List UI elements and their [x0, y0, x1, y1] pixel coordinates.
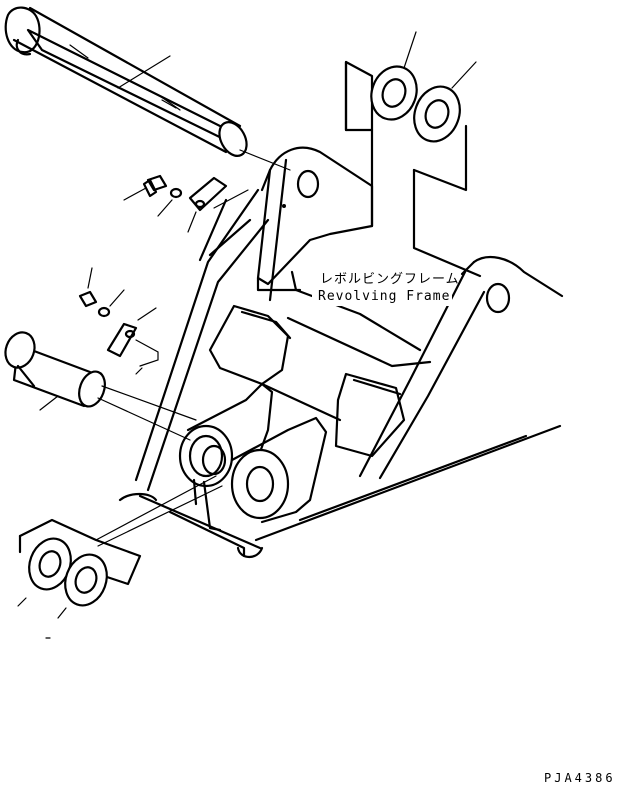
frame-callout: レボルビングフレーム Revolving Frame [312, 266, 460, 306]
callout-japanese: レボルビングフレーム [320, 272, 460, 287]
lower-washers [17, 475, 223, 639]
lower-hinge [178, 382, 328, 532]
drawing-code: PJA4386 [544, 771, 616, 785]
frame-upper-bracket [256, 146, 374, 302]
leader-line [117, 55, 171, 89]
upper-washers [344, 31, 482, 278]
revolving-frame-body [118, 188, 564, 559]
upper-pin [4, 6, 291, 171]
upper-bolt-set [123, 174, 249, 233]
lower-pin [4, 331, 197, 441]
callout-english: Revolving Frame [318, 289, 450, 304]
lower-bolt-set [78, 267, 159, 375]
